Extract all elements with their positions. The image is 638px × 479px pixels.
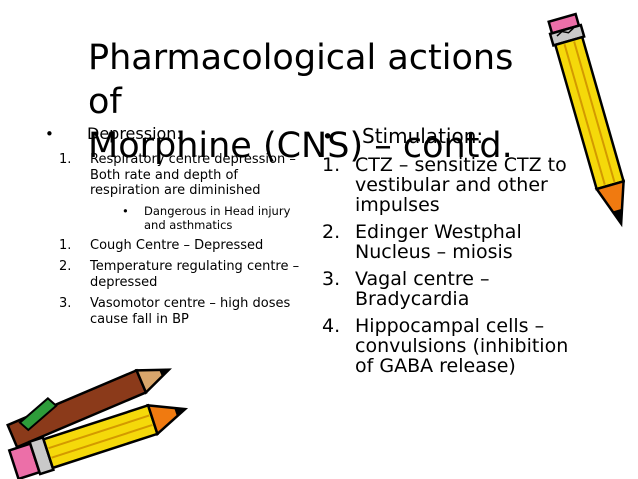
- depression-list-continued: 1. Cough Centre – Depressed 2. Temperatu…: [45, 238, 300, 328]
- item-number: 4.: [322, 315, 341, 337]
- item-text: CTZ – sensitize CTZ to vestibular and ot…: [355, 154, 567, 216]
- sub-list-item: • Dangerous in Head injury and asthmatic…: [45, 204, 300, 232]
- sub-bullet: •: [122, 203, 129, 218]
- item-number: 2.: [322, 221, 341, 243]
- list-item: 4. Hippocampal cells – convulsions (inhi…: [322, 316, 584, 376]
- item-number: 2.: [59, 259, 72, 274]
- item-text: Vasomotor centre – high doses cause fall…: [90, 296, 291, 327]
- bullet: •: [45, 125, 54, 143]
- item-text: Cough Centre – Depressed: [90, 237, 264, 253]
- item-number: 1.: [322, 154, 341, 176]
- item-number: 3.: [59, 296, 72, 311]
- depression-list: 1. Respiratory centre depression – Both …: [45, 152, 300, 199]
- item-text: Vagal centre – Bradycardia: [355, 268, 490, 310]
- item-number: 1.: [59, 152, 72, 167]
- list-item: 3. Vagal centre – Bradycardia: [322, 269, 584, 309]
- list-item: 3. Vasomotor centre – high doses cause f…: [45, 296, 300, 327]
- stimulation-list: 1. CTZ – sensitize CTZ to vestibular and…: [322, 155, 584, 376]
- item-text: Hippocampal cells – convulsions (inhibit…: [355, 315, 569, 377]
- depression-column: • Depression: 1. Respiratory centre depr…: [45, 124, 300, 327]
- sub-item-text: Dangerous in Head injury and asthmatics: [144, 203, 291, 232]
- depression-heading-row: • Depression:: [45, 124, 300, 143]
- stimulation-heading: Stimulation:: [362, 124, 484, 148]
- pencil-icon: [547, 12, 626, 228]
- title-line-2: Morphine (CNS) – contd.: [88, 126, 513, 166]
- slide-title: Pharmacological actions of Morphine (CNS…: [88, 36, 558, 168]
- bullet: •: [322, 126, 334, 148]
- pencils-icon: [6, 368, 189, 479]
- list-item: 2. Edinger Westphal Nucleus – miosis: [322, 222, 584, 262]
- item-text: Edinger Westphal Nucleus – miosis: [355, 221, 522, 263]
- list-item: 2. Temperature regulating centre – depre…: [45, 259, 300, 290]
- stimulation-heading-row: • Stimulation:: [322, 124, 584, 148]
- item-number: 3.: [322, 268, 341, 290]
- title-line-1: Pharmacological actions of: [88, 38, 514, 122]
- stimulation-column: • Stimulation: 1. CTZ – sensitize CTZ to…: [322, 124, 584, 376]
- item-text: Temperature regulating centre – depresse…: [90, 259, 300, 290]
- list-item: 1. Respiratory centre depression – Both …: [45, 152, 300, 199]
- list-item: 1. CTZ – sensitize CTZ to vestibular and…: [322, 155, 584, 215]
- list-item: 1. Cough Centre – Depressed: [45, 238, 300, 254]
- depression-heading: Depression:: [87, 124, 182, 143]
- item-text: Respiratory centre depression – Both rat…: [90, 152, 296, 198]
- item-number: 1.: [59, 237, 72, 253]
